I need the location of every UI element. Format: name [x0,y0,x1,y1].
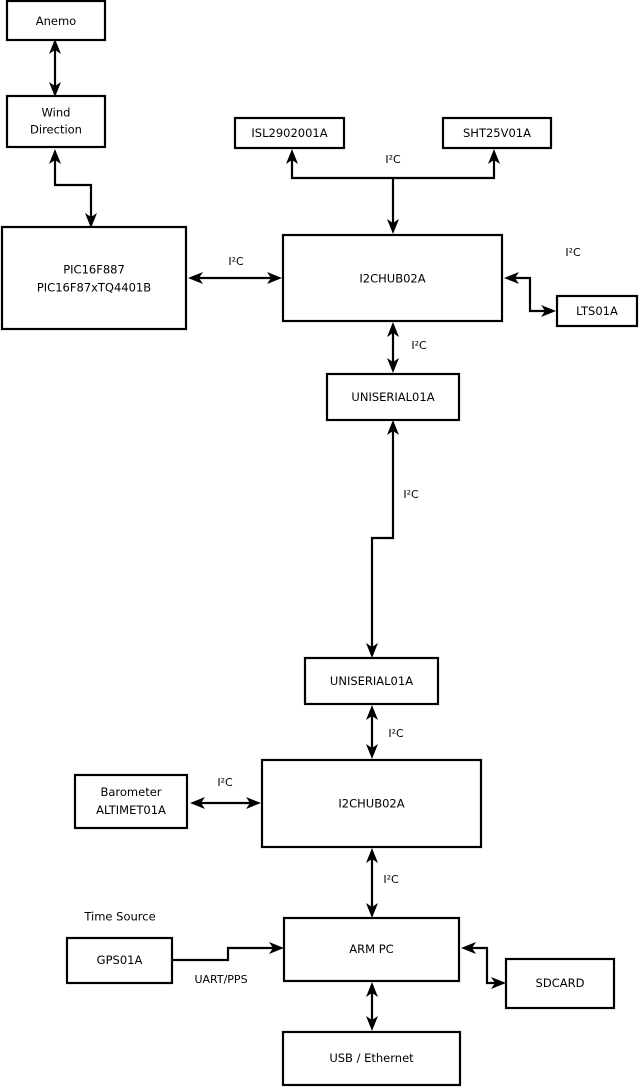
node-uniserial01a-bottom[interactable]: UNISERIAL01A [303,656,440,706]
node-sdcard-label: SDCARD [536,976,585,990]
edge-uniserial-top-uniserial-bottom [366,420,399,658]
node-gps01a-label: GPS01A [97,953,143,967]
edge-label-i2c-pic-hub: I²C [228,255,244,268]
node-isl2902001a[interactable]: ISL2902001A [233,116,346,150]
node-gps01a[interactable]: GPS01A [65,936,174,985]
edge-label-i2c-uniserial-hub-bottom: I²C [388,727,404,740]
node-anemo-label: Anemo [36,14,76,28]
edge-label-i2c-hub-lts: I²C [565,246,581,259]
node-wind-direction-label-line1: Wind [42,106,71,120]
edge-pic-wind-direction [49,149,97,228]
edge-hub-top-to-sensors [286,149,500,234]
node-uniserial01a-top-label: UNISERIAL01A [351,390,434,404]
edge-uniserial-bottom-hub-bottom [366,705,378,759]
label-time-source: Time Source [83,910,155,924]
edge-barometer-hub-bottom [190,797,261,809]
node-barometer-altimet01a[interactable]: Barometer ALTIMET01A [73,773,189,830]
node-pic-label-line1: PIC16F887 [63,263,125,277]
edge-gps-armpc [172,942,284,962]
node-barometer-label-line2: ALTIMET01A [96,803,166,817]
edge-armpc-sdcard [461,942,506,989]
node-sdcard[interactable]: SDCARD [504,957,616,1010]
node-barometer-label-line1: Barometer [100,785,161,799]
node-arm-pc-label: ARM PC [349,942,393,956]
node-uniserial01a-bottom-label: UNISERIAL01A [330,674,413,688]
edge-label-i2c-hub-uniserial: I²C [411,339,427,352]
node-i2chub02a-top-label: I2CHUB02A [359,272,425,286]
edge-pic-hub-top [188,272,282,284]
edge-anemo-wind-direction [49,39,61,97]
node-anemo[interactable]: Anemo [5,0,107,42]
node-i2chub02a-top[interactable]: I2CHUB02A [281,233,504,323]
node-wind-direction[interactable]: Wind Direction [5,94,107,149]
node-sht25v01a[interactable]: SHT25V01A [441,116,553,150]
node-i2chub02a-bottom[interactable]: I2CHUB02A [260,758,483,849]
node-arm-pc[interactable]: ARM PC [282,916,461,983]
node-pic-label-line2: PIC16F87xTQ4401B [37,281,151,295]
edge-label-i2c-uniserial-link: I²C [403,488,419,501]
edge-label-i2c-hub-bottom-armpc: I²C [383,873,399,886]
edge-hub-top-uniserial-top [387,322,399,373]
edge-hub-bottom-armpc [366,848,378,918]
node-wind-direction-label-line2: Direction [30,123,82,137]
node-sht25v01a-label: SHT25V01A [463,126,531,140]
edge-label-i2c-sensors: I²C [385,153,401,166]
node-isl2902001a-label: ISL2902001A [251,126,327,140]
node-usb-ethernet-label: USB / Ethernet [329,1051,414,1065]
node-i2chub02a-bottom-label: I2CHUB02A [338,797,404,811]
node-uniserial01a-top[interactable]: UNISERIAL01A [325,372,461,422]
node-lts01a[interactable]: LTS01A [555,294,639,328]
edge-hub-top-lts [504,272,556,317]
node-lts01a-label: LTS01A [576,304,618,318]
node-usb-ethernet[interactable]: USB / Ethernet [281,1030,462,1087]
edge-label-i2c-barometer: I²C [217,776,233,789]
edge-label-uart-pps: UART/PPS [194,973,247,986]
node-pic-microcontroller[interactable]: PIC16F887 PIC16F87xTQ4401B [0,225,188,331]
edge-armpc-usb-ethernet [366,982,378,1031]
